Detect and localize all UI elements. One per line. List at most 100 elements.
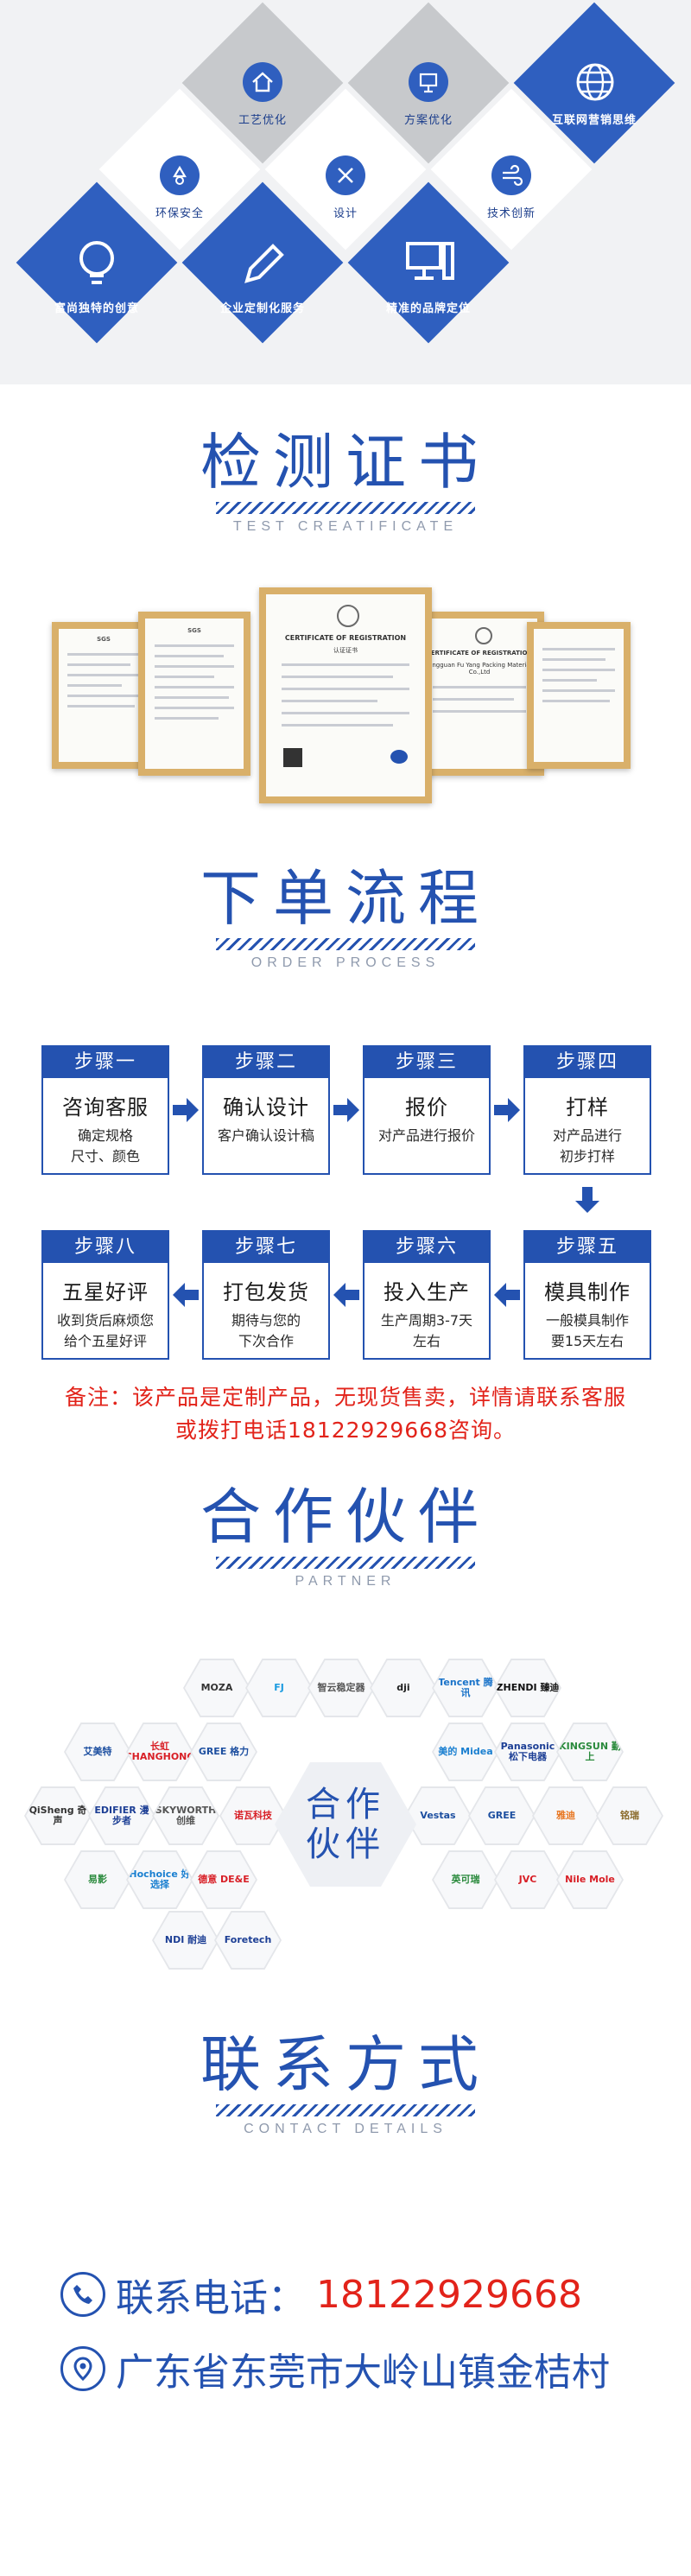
step-title: 确认设计 [223, 1095, 309, 1120]
phone-number[interactable]: 18122929668 [316, 2272, 582, 2317]
certificate-gallery: SGS SGS CERTIFICATE OF REGISTRATION Dong… [35, 587, 656, 847]
step-title: 打包发货 [223, 1280, 309, 1304]
step-title: 五星好评 [62, 1280, 149, 1304]
section-title-contact: 联系方式 CONTACT DETAILS [0, 2030, 691, 2137]
banner-label: 方案优化 [403, 114, 453, 127]
step-number: 步骤八 [43, 1232, 168, 1263]
certificate-logo: SGS [97, 636, 111, 643]
partner-logo: 雅迪 [534, 1788, 598, 1843]
partner-logo-text: 美的 Midea [438, 1746, 493, 1757]
partner-logo: Foretech [216, 1913, 280, 1968]
partner-logo: Vestas [406, 1788, 470, 1843]
step-desc: 初步打样 [559, 1148, 615, 1164]
section-subheading: ORDER PROCESS [250, 955, 441, 970]
process-step: 步骤八 五星好评 收到货后麻烦您 给个五星好评 [41, 1230, 169, 1360]
divider-stripe [216, 502, 475, 514]
partner-logo: EDIFIER 漫步者 [90, 1788, 154, 1843]
arrow-right-icon [333, 1098, 359, 1122]
arrow-right-icon [173, 1098, 199, 1122]
partner-logo: 易影 [66, 1852, 130, 1907]
certificate-frame: CERTIFICATE OF REGISTRATION Dongguan Fu … [415, 612, 544, 776]
process-step: 步骤三 报价 对产品进行报价 [363, 1045, 491, 1175]
partner-logo-text: 长虹 CHANGHONG [124, 1741, 195, 1762]
partner-logo-text: Panasonic 松下电器 [500, 1741, 555, 1762]
recycle-icon [160, 155, 200, 195]
partner-logo-text: Nile Mole [565, 1874, 615, 1885]
process-step: 步骤七 打包发货 期待与您的 下次合作 [202, 1230, 330, 1360]
step-desc: 左右 [412, 1333, 441, 1349]
partner-logo-text: Foretech [224, 1934, 272, 1945]
partner-logo-text: FJ [274, 1682, 284, 1693]
section-subheading: TEST CREATIFICATE [232, 519, 459, 534]
certificate-heading: CERTIFICATE OF REGISTRATION [426, 650, 533, 657]
partner-logo-text: 英可瑞 [451, 1874, 480, 1885]
arrow-right-icon [494, 1098, 520, 1122]
partner-logo-text: EDIFIER 漫步者 [94, 1805, 149, 1826]
certificate-frame-main: CERTIFICATE OF REGISTRATION 认证证书 [259, 587, 432, 803]
banner-label: 精准的品牌定位 [385, 302, 471, 315]
section-subheading: CONTACT DETAILS [244, 2122, 447, 2136]
section-subheading: PARTNER [295, 1574, 396, 1589]
divider-stripe [216, 938, 475, 950]
step-desc: 确定规格 [77, 1127, 133, 1144]
step-number: 步骤四 [525, 1047, 650, 1078]
section-heading: 检测证书 [200, 427, 491, 498]
section-heading: 联系方式 [200, 2029, 491, 2100]
step-desc: 尺寸、颜色 [70, 1148, 140, 1164]
step-desc: 一般模具制作 [545, 1312, 629, 1329]
partner-logo: QiSheng 奇声 [26, 1788, 90, 1843]
step-number: 步骤一 [43, 1047, 168, 1078]
partner-logo-text: Tencent 腾讯 [438, 1677, 493, 1698]
banner-label: 工艺优化 [238, 114, 287, 127]
certificate-frame [527, 622, 631, 769]
partner-logo: SKYWORTH 创维 [154, 1788, 218, 1843]
step-title: 打样 [566, 1095, 609, 1120]
section-heading: 下单流程 [200, 863, 491, 934]
partner-logo-text: JVC [518, 1874, 537, 1885]
partner-logo: NDI 耐迪 [154, 1913, 218, 1968]
step-title: 模具制作 [544, 1280, 631, 1304]
step-number: 步骤七 [204, 1232, 328, 1263]
partner-logo: 德意 DE&E [192, 1852, 256, 1907]
partners-center-badge: 合作 伙伴 [275, 1762, 416, 1887]
certificate-subheading: 认证证书 [333, 647, 358, 654]
computer-icon [403, 235, 458, 290]
address-text: 广东省东莞市大岭山镇金桔村 [116, 2351, 610, 2395]
banner-label: 富尚独特的创意 [54, 302, 139, 315]
banner-label: 互联网营销思维 [551, 114, 637, 127]
step-desc: 生产周期3-7天 [380, 1312, 473, 1329]
step-desc: 收到货后麻烦您 [56, 1312, 154, 1329]
step-number: 步骤二 [204, 1047, 328, 1078]
center-text: 合作 [306, 1785, 385, 1824]
step-desc: 要15天左右 [550, 1333, 624, 1349]
step-number: 步骤五 [525, 1232, 650, 1263]
step-desc: 客户确认设计稿 [217, 1127, 314, 1144]
partner-logo-text: dji [396, 1682, 410, 1693]
partner-logo-text: MOZA [200, 1682, 233, 1693]
process-step: 步骤六 投入生产 生产周期3-7天 左右 [363, 1230, 491, 1360]
partner-logo-text: KINGSUN 勤上 [559, 1741, 621, 1762]
partner-logo: JVC [496, 1852, 560, 1907]
banner-label: 企业定制化服务 [219, 302, 305, 315]
banner-label: 环保安全 [155, 207, 204, 220]
partner-logo-text: Hochoice 好选择 [129, 1869, 191, 1890]
arrow-left-icon [494, 1283, 520, 1307]
partner-logo-text: 艾美特 [83, 1746, 112, 1757]
certificate-company: Dongguan Fu Yang Packing Materials Co.,L… [423, 662, 536, 676]
partner-logo: 英可瑞 [434, 1852, 498, 1907]
globe-icon [574, 60, 617, 104]
step-desc: 下次合作 [238, 1333, 294, 1349]
partner-logo-text: 诺瓦科技 [234, 1810, 272, 1821]
step-desc: 对产品进行 [552, 1127, 622, 1144]
contact-phone-row: 联系电话： 18122929668 [60, 2268, 648, 2320]
partner-logo-text: 德意 DE&E [198, 1874, 250, 1885]
partner-logo-text: 智云稳定器 [317, 1682, 365, 1693]
certificate-frame: SGS [138, 612, 250, 776]
certificate-heading: CERTIFICATE OF REGISTRATION [284, 634, 407, 642]
partner-logo-text: 铭瑞 [620, 1810, 639, 1821]
pencil-ruler-icon [326, 155, 365, 195]
pencil-icon [238, 238, 287, 289]
step-number: 步骤六 [365, 1232, 489, 1263]
order-note: 备注：该产品是定制产品，无现货售卖，详情请联系客服 [64, 1385, 626, 1410]
partner-logo-text: 易影 [88, 1874, 107, 1885]
